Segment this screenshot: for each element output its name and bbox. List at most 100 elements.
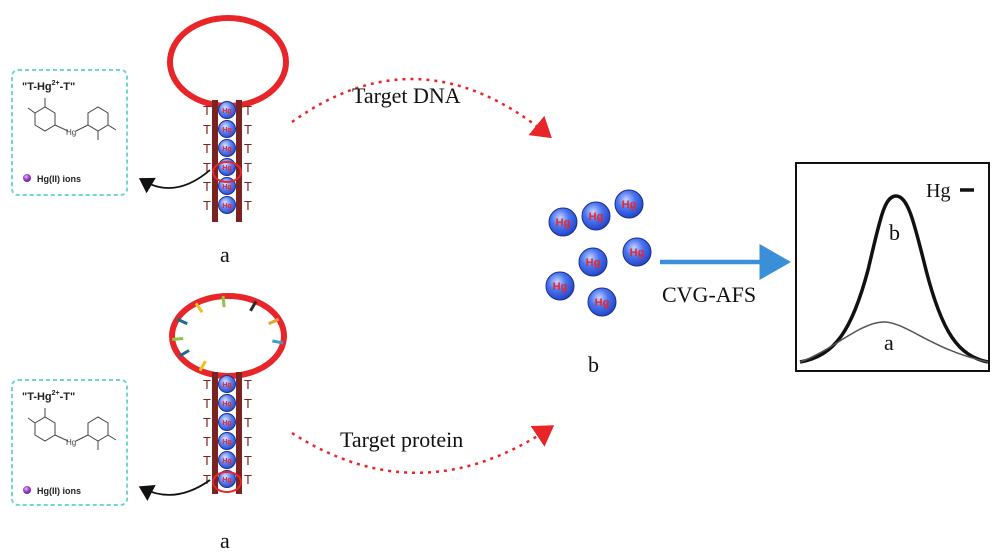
inset-top-title: "T-Hg2+-T" (22, 80, 75, 93)
free-hg-ion-label: Hg (622, 199, 637, 211)
hairpin-bottom-highlight-ring (212, 471, 242, 493)
top-ion-label: Hg (222, 146, 231, 153)
probe-tick (198, 360, 207, 372)
top-base-left: T (203, 122, 211, 137)
probe-tick (176, 317, 188, 326)
free-hg-ion-label: Hg (556, 217, 571, 229)
bottom-ion-label: Hg (222, 458, 231, 465)
free-hg-ion-label: Hg (586, 257, 601, 269)
top-base-right: T (244, 179, 252, 194)
top-ion: Hg (218, 196, 236, 214)
top-base-right: T (244, 160, 252, 175)
probe-tick (221, 296, 226, 308)
label-cvg-afs: CVG-AFS (662, 282, 756, 307)
inset-top-legend: Hg(II) ions (37, 174, 81, 184)
free-hg-ion-label: Hg (630, 247, 645, 259)
bottom-base-right: T (244, 472, 252, 487)
hairpin-top-label: a (220, 242, 230, 267)
free-hg-ion: Hg (622, 237, 652, 267)
signal-peak-a-label: a (884, 330, 894, 355)
probe-tick (249, 300, 258, 312)
bottom-base-right: T (244, 377, 252, 392)
bottom-ion-label: Hg (222, 420, 231, 427)
dashed-arrow-target-protein (291, 425, 555, 474)
free-hg-ion-label: Hg (553, 281, 568, 293)
bottom-ion: Hg (218, 432, 236, 450)
inset-bottom-frame (11, 379, 128, 506)
dashed-arrow-target-dna (291, 77, 552, 139)
bottom-base-right: T (244, 434, 252, 449)
inset-bottom-legend: Hg(II) ions (37, 486, 81, 496)
top-ion-label: Hg (222, 184, 231, 191)
hairpin-bottom-right-strand (236, 372, 242, 494)
hairpin-top-right-strand (236, 100, 242, 222)
top-ion: Hg (218, 120, 236, 138)
free-hg-ion: Hg (614, 189, 644, 219)
label-target-protein: Target protein (340, 427, 463, 452)
hairpin-bottom-probe-ticks (172, 296, 284, 372)
bottom-ion-label: Hg (222, 439, 231, 446)
probe-tick (178, 349, 190, 358)
bottom-ion: Hg (218, 451, 236, 469)
probe-tick (194, 302, 204, 314)
inset-bottom-title: "T-Hg2+-T" (22, 390, 75, 403)
top-ion: Hg (218, 139, 236, 157)
bottom-ion: Hg (218, 394, 236, 412)
top-base-left: T (203, 160, 211, 175)
arrow-bottom-to-inset (138, 479, 211, 501)
bottom-base-left: T (203, 377, 211, 392)
free-ions-label: b (588, 352, 599, 377)
top-base-right: T (244, 141, 252, 156)
inset-top-hg-atom: Hg (66, 128, 76, 137)
signal-peak-b-label: b (889, 220, 900, 245)
inset-top-structure (27, 98, 117, 140)
bottom-ion: Hg (218, 470, 236, 488)
top-base-right: T (244, 122, 252, 137)
probe-tick (272, 339, 284, 345)
inset-bottom-hg-atom: Hg (66, 438, 76, 447)
bottom-base-right: T (244, 396, 252, 411)
bottom-base-right: T (244, 415, 252, 430)
bottom-base-left: T (203, 396, 211, 411)
bottom-ion-label: Hg (222, 401, 231, 408)
bottom-ion-label: Hg (222, 382, 231, 389)
free-hg-ion-label: Hg (595, 297, 610, 309)
bottom-base-right: T (244, 453, 252, 468)
top-base-left: T (203, 179, 211, 194)
bottom-base-left: T (203, 415, 211, 430)
free-hg-ion: Hg (545, 271, 575, 301)
top-ion: Hg (218, 101, 236, 119)
free-hg-ion: Hg (587, 287, 617, 317)
top-ion-label: Hg (222, 108, 231, 115)
bottom-base-left: T (203, 434, 211, 449)
signal-plot: b a Hg (795, 162, 990, 372)
hairpin-bottom-loop (169, 293, 287, 379)
inset-top-legend-dot (23, 174, 31, 182)
hairpin-bottom-label: a (220, 528, 230, 553)
inset-bottom: "T-Hg2+-T" Hg Hg(II) ions (11, 379, 128, 506)
bottom-ion: Hg (218, 375, 236, 393)
free-hg-ion: Hg (578, 247, 608, 277)
top-base-right: T (244, 198, 252, 213)
top-ion-label: Hg (222, 127, 231, 134)
top-base-left: T (203, 198, 211, 213)
inset-top-frame (11, 69, 128, 196)
label-target-dna: Target DNA (352, 83, 461, 108)
hairpin-bottom-left-strand (212, 372, 218, 494)
free-hg-ion: Hg (548, 207, 578, 237)
arrow-top-to-inset (138, 169, 211, 194)
hairpin-top-loop (167, 15, 289, 109)
probe-tick (268, 317, 280, 326)
hairpin-top-highlight-ring (212, 161, 242, 183)
top-ion-label: Hg (222, 165, 231, 172)
free-hg-ion-label: Hg (589, 211, 604, 223)
